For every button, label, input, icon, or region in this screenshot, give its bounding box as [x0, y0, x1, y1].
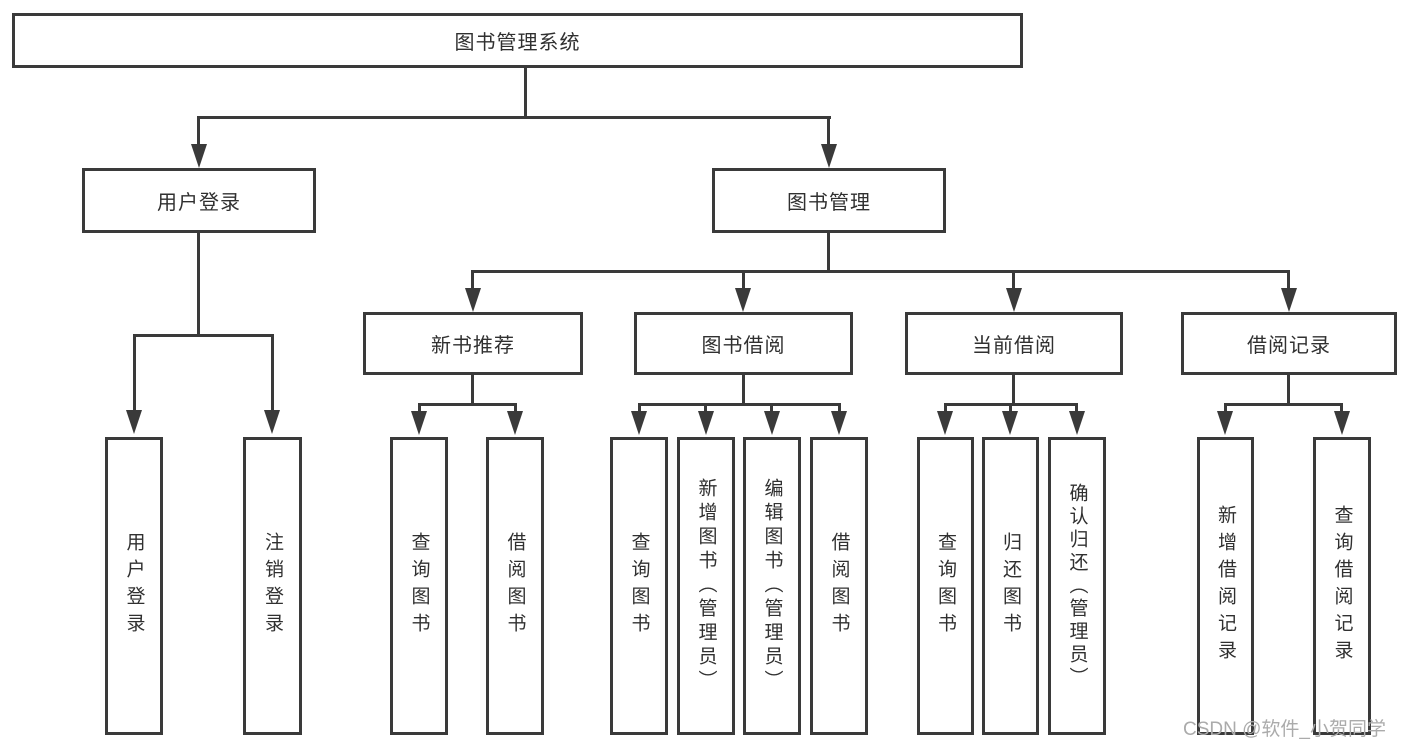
leaf-logout: 注销登录	[243, 437, 302, 735]
arrowhead-icon	[831, 411, 847, 435]
leaf-borrow-query-books: 查询图书	[610, 437, 668, 735]
connector	[472, 270, 1290, 273]
connector	[827, 116, 830, 146]
connector	[1012, 375, 1015, 405]
arrowhead-icon	[698, 411, 714, 435]
node-book-borrow: 图书借阅	[634, 312, 853, 375]
leaf-borrow-books-label: 借阅图书	[828, 532, 850, 640]
connector	[1075, 403, 1078, 413]
node-user-login-label: 用户登录	[157, 192, 241, 214]
connector	[197, 233, 200, 336]
connector	[742, 375, 745, 405]
arrowhead-icon	[937, 411, 953, 435]
node-root-label: 图书管理系统	[454, 32, 581, 54]
connector	[827, 233, 830, 272]
node-user-login: 用户登录	[82, 168, 316, 233]
connector	[638, 403, 841, 406]
connector	[418, 403, 421, 413]
connector	[638, 403, 641, 413]
node-book-borrow-label: 图书借阅	[701, 335, 786, 357]
leaf-edit-books-admin-label: 编辑图书（管理员）	[761, 478, 783, 694]
connector	[770, 403, 773, 413]
leaf-add-borrow-record-label: 新增借阅记录	[1215, 505, 1236, 667]
node-borrow-records: 借阅记录	[1181, 312, 1397, 375]
leaf-recommend-query-books-label: 查询图书	[408, 532, 430, 640]
arrowhead-icon	[764, 411, 780, 435]
leaf-current-query-books: 查询图书	[917, 437, 974, 735]
connector	[524, 68, 527, 119]
arrowhead-icon	[1334, 411, 1350, 435]
node-root: 图书管理系统	[12, 13, 1023, 68]
leaf-borrow-query-books-label: 查询图书	[628, 532, 650, 640]
leaf-recommend-borrow-books: 借阅图书	[486, 437, 544, 735]
connector	[197, 116, 831, 119]
node-new-book-recommend-label: 新书推荐	[431, 335, 515, 357]
node-borrow-records-label: 借阅记录	[1247, 335, 1331, 357]
node-new-book-recommend: 新书推荐	[363, 312, 583, 375]
connector	[1287, 270, 1290, 290]
arrowhead-icon	[1217, 411, 1233, 435]
connector	[1224, 403, 1227, 413]
connector	[514, 403, 517, 413]
connector	[471, 270, 474, 290]
leaf-query-borrow-record-label: 查询借阅记录	[1331, 505, 1353, 667]
leaf-user-login-label: 用户登录	[123, 532, 145, 640]
leaf-confirm-return-admin-label: 确认归还（管理员）	[1066, 482, 1088, 690]
leaf-confirm-return-admin: 确认归还（管理员）	[1048, 437, 1106, 735]
leaf-borrow-books: 借阅图书	[810, 437, 868, 735]
leaf-edit-books-admin: 编辑图书（管理员）	[743, 437, 801, 735]
connector	[197, 116, 200, 146]
leaf-logout-label: 注销登录	[262, 532, 283, 640]
arrowhead-icon	[1002, 411, 1018, 435]
arrowhead-icon	[631, 411, 647, 435]
node-book-management: 图书管理	[712, 168, 946, 233]
connector	[271, 334, 274, 410]
connector	[944, 403, 947, 413]
connector	[1009, 403, 1012, 413]
connector	[1224, 403, 1343, 406]
arrowhead-icon	[1069, 411, 1085, 435]
node-current-borrow-label: 当前借阅	[972, 335, 1056, 357]
leaf-recommend-borrow-books-label: 借阅图书	[504, 532, 526, 640]
leaf-return-books: 归还图书	[982, 437, 1039, 735]
arrowhead-icon	[264, 410, 280, 434]
leaf-query-borrow-record: 查询借阅记录	[1313, 437, 1371, 735]
leaf-add-books-admin-label: 新增图书（管理员）	[695, 478, 717, 694]
csdn-watermark: CSDN @软件_小贺同学	[1183, 719, 1386, 740]
arrowhead-icon	[465, 288, 481, 312]
arrowhead-icon	[191, 144, 207, 168]
leaf-add-borrow-record: 新增借阅记录	[1197, 437, 1254, 735]
arrowhead-icon	[1281, 288, 1297, 312]
connector	[133, 334, 136, 410]
connector	[471, 375, 474, 405]
leaf-recommend-query-books: 查询图书	[390, 437, 448, 735]
arrowhead-icon	[821, 144, 837, 168]
connector	[742, 270, 745, 290]
arrowhead-icon	[507, 411, 523, 435]
arrowhead-icon	[735, 288, 751, 312]
connector	[704, 403, 707, 413]
leaf-user-login: 用户登录	[105, 437, 163, 735]
leaf-return-books-label: 归还图书	[1000, 532, 1021, 640]
connector	[1287, 375, 1290, 405]
connector	[418, 403, 517, 406]
arrowhead-icon	[1006, 288, 1022, 312]
connector	[133, 334, 274, 337]
leaf-current-query-books-label: 查询图书	[935, 532, 956, 640]
node-current-borrow: 当前借阅	[905, 312, 1123, 375]
arrowhead-icon	[126, 410, 142, 434]
arrowhead-icon	[411, 411, 427, 435]
node-book-management-label: 图书管理	[787, 192, 871, 214]
connector	[838, 403, 841, 413]
leaf-add-books-admin: 新增图书（管理员）	[677, 437, 735, 735]
connector	[1012, 270, 1015, 290]
connector	[1340, 403, 1343, 413]
